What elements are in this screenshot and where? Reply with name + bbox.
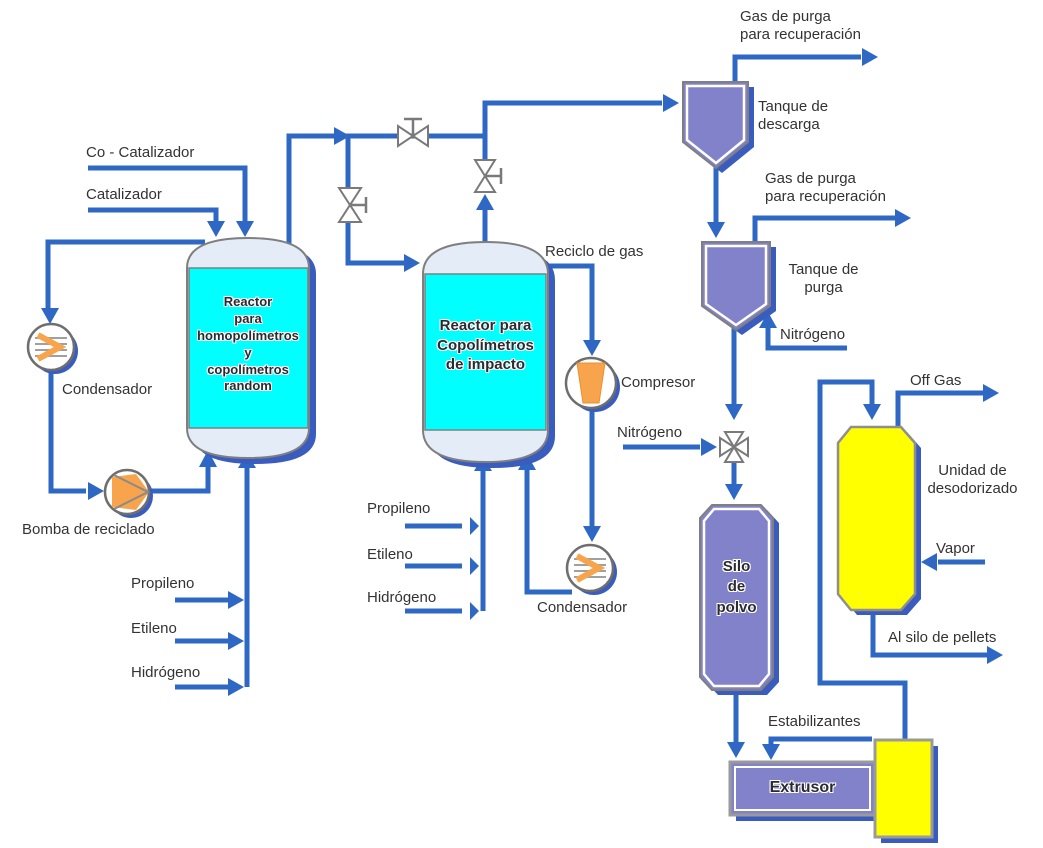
valve-branch bbox=[337, 187, 368, 223]
label-condensador-1: Condensador bbox=[62, 381, 153, 398]
extruder bbox=[728, 760, 881, 821]
label-co-catalizador: Co - Catalizador bbox=[86, 144, 195, 161]
label-etileno-2: Etileno bbox=[367, 546, 413, 563]
reactor-2-label: Reactor para Copolímetros de impacto bbox=[437, 317, 534, 373]
valve-nitrogen-cross bbox=[719, 431, 749, 463]
label-hidrogeno-2: Hidrógeno bbox=[367, 589, 437, 606]
recycle-pump bbox=[103, 468, 153, 518]
compressor bbox=[564, 356, 620, 412]
label-hidrogeno-1: Hidrógeno bbox=[131, 664, 201, 681]
label-compresor: Compresor bbox=[621, 374, 696, 391]
label-tanque-descarga: Tanque de descarga bbox=[758, 98, 829, 134]
extruder-label: Extrusor bbox=[769, 779, 836, 796]
label-tanque-purga: Tanque de purga bbox=[788, 261, 859, 297]
label-etileno-1: Etileno bbox=[131, 620, 177, 637]
label-vapor: Vapor bbox=[936, 540, 975, 557]
discharge-tank bbox=[682, 81, 754, 173]
label-off-gas: Off Gas bbox=[910, 372, 962, 389]
deodorizer-vessel bbox=[836, 425, 921, 615]
label-propileno-2: Propileno bbox=[367, 500, 431, 517]
label-nitrogeno-valvula: Nitrógeno bbox=[617, 424, 683, 441]
label-catalizador: Catalizador bbox=[86, 186, 162, 203]
label-condensador-2: Condensador bbox=[537, 599, 628, 616]
pellet-box bbox=[873, 738, 938, 843]
valve-reactor2-top bbox=[473, 159, 503, 193]
condenser-2 bbox=[565, 543, 617, 595]
label-gas-purga-1: Gas de purga para recuperación bbox=[740, 8, 861, 44]
powder-silo bbox=[699, 504, 779, 695]
label-bomba-reciclado: Bomba de reciclado bbox=[22, 521, 155, 538]
label-unidad-desodorizado: Unidad de desodorizado bbox=[927, 462, 1018, 498]
valve-horizontal bbox=[397, 117, 429, 148]
powder-silo-label: Silo de polvo bbox=[716, 558, 757, 616]
condenser-1 bbox=[26, 322, 78, 374]
process-pipes bbox=[45, 54, 987, 744]
label-gas-purga-2: Gas de purga para recuperación bbox=[765, 170, 886, 206]
label-nitrogeno-tanque: Nitrógeno bbox=[780, 326, 846, 343]
label-al-silo-pellets: Al silo de pellets bbox=[888, 629, 997, 646]
label-estabilizantes: Estabilizantes bbox=[768, 713, 861, 730]
reactor-2-vessel bbox=[422, 240, 555, 468]
purge-tank bbox=[701, 241, 776, 335]
label-reciclo-de-gas: Reciclo de gas bbox=[545, 243, 644, 260]
reactor-1-label: Reactor para homopolímetros y copolímetr… bbox=[197, 294, 299, 394]
reactor-1-vessel bbox=[186, 236, 316, 464]
label-propileno-1: Propileno bbox=[131, 575, 195, 592]
